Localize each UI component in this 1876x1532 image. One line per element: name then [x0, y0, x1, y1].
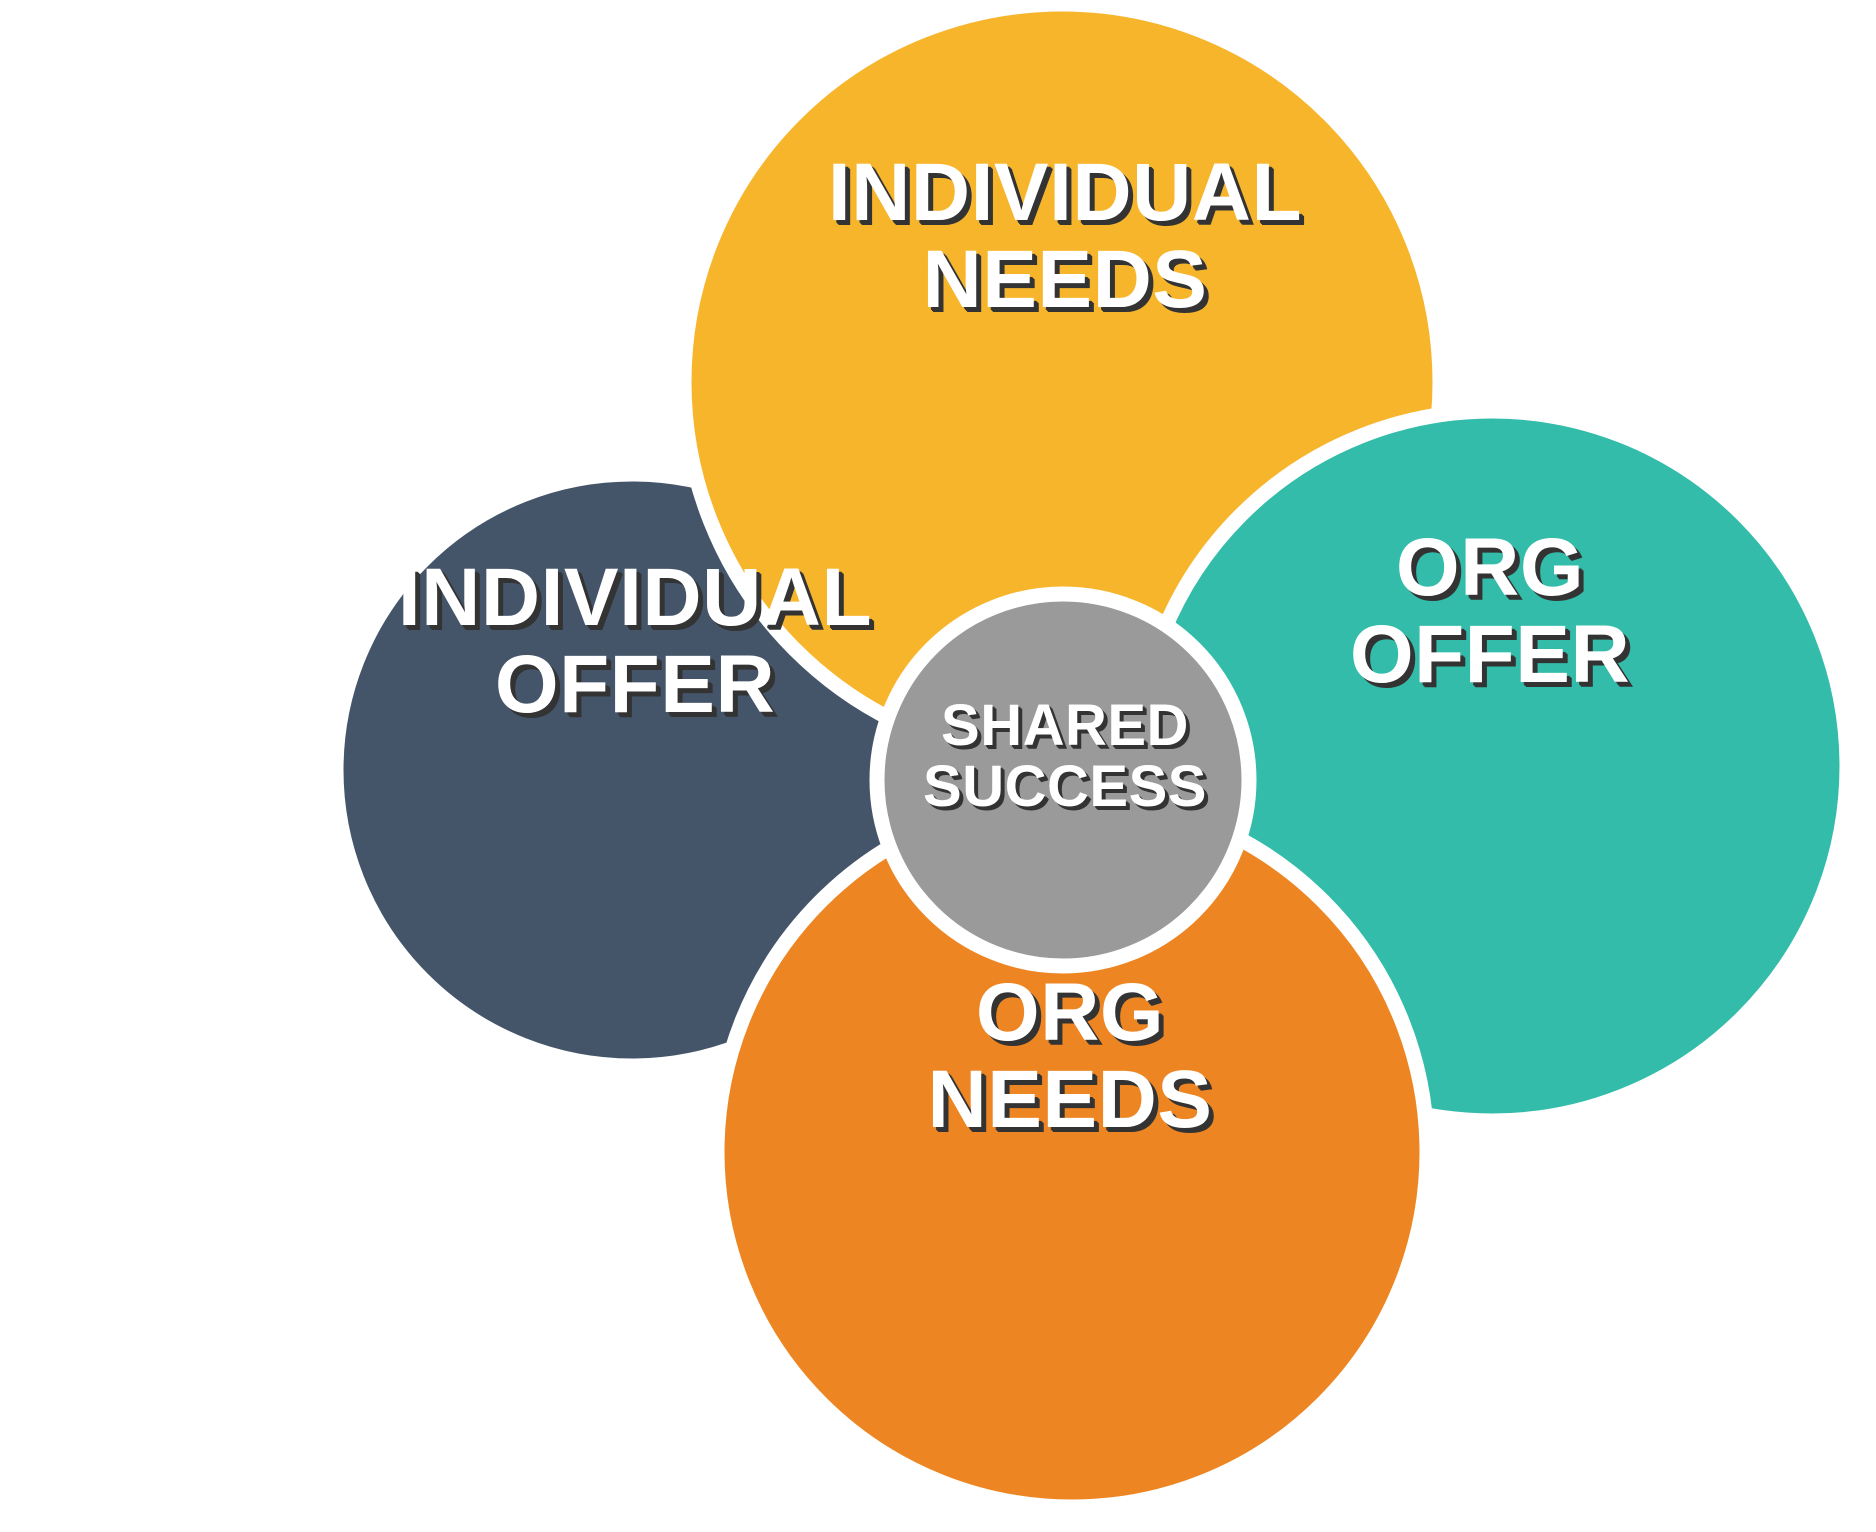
circle-shared-success[interactable] — [869, 586, 1257, 974]
